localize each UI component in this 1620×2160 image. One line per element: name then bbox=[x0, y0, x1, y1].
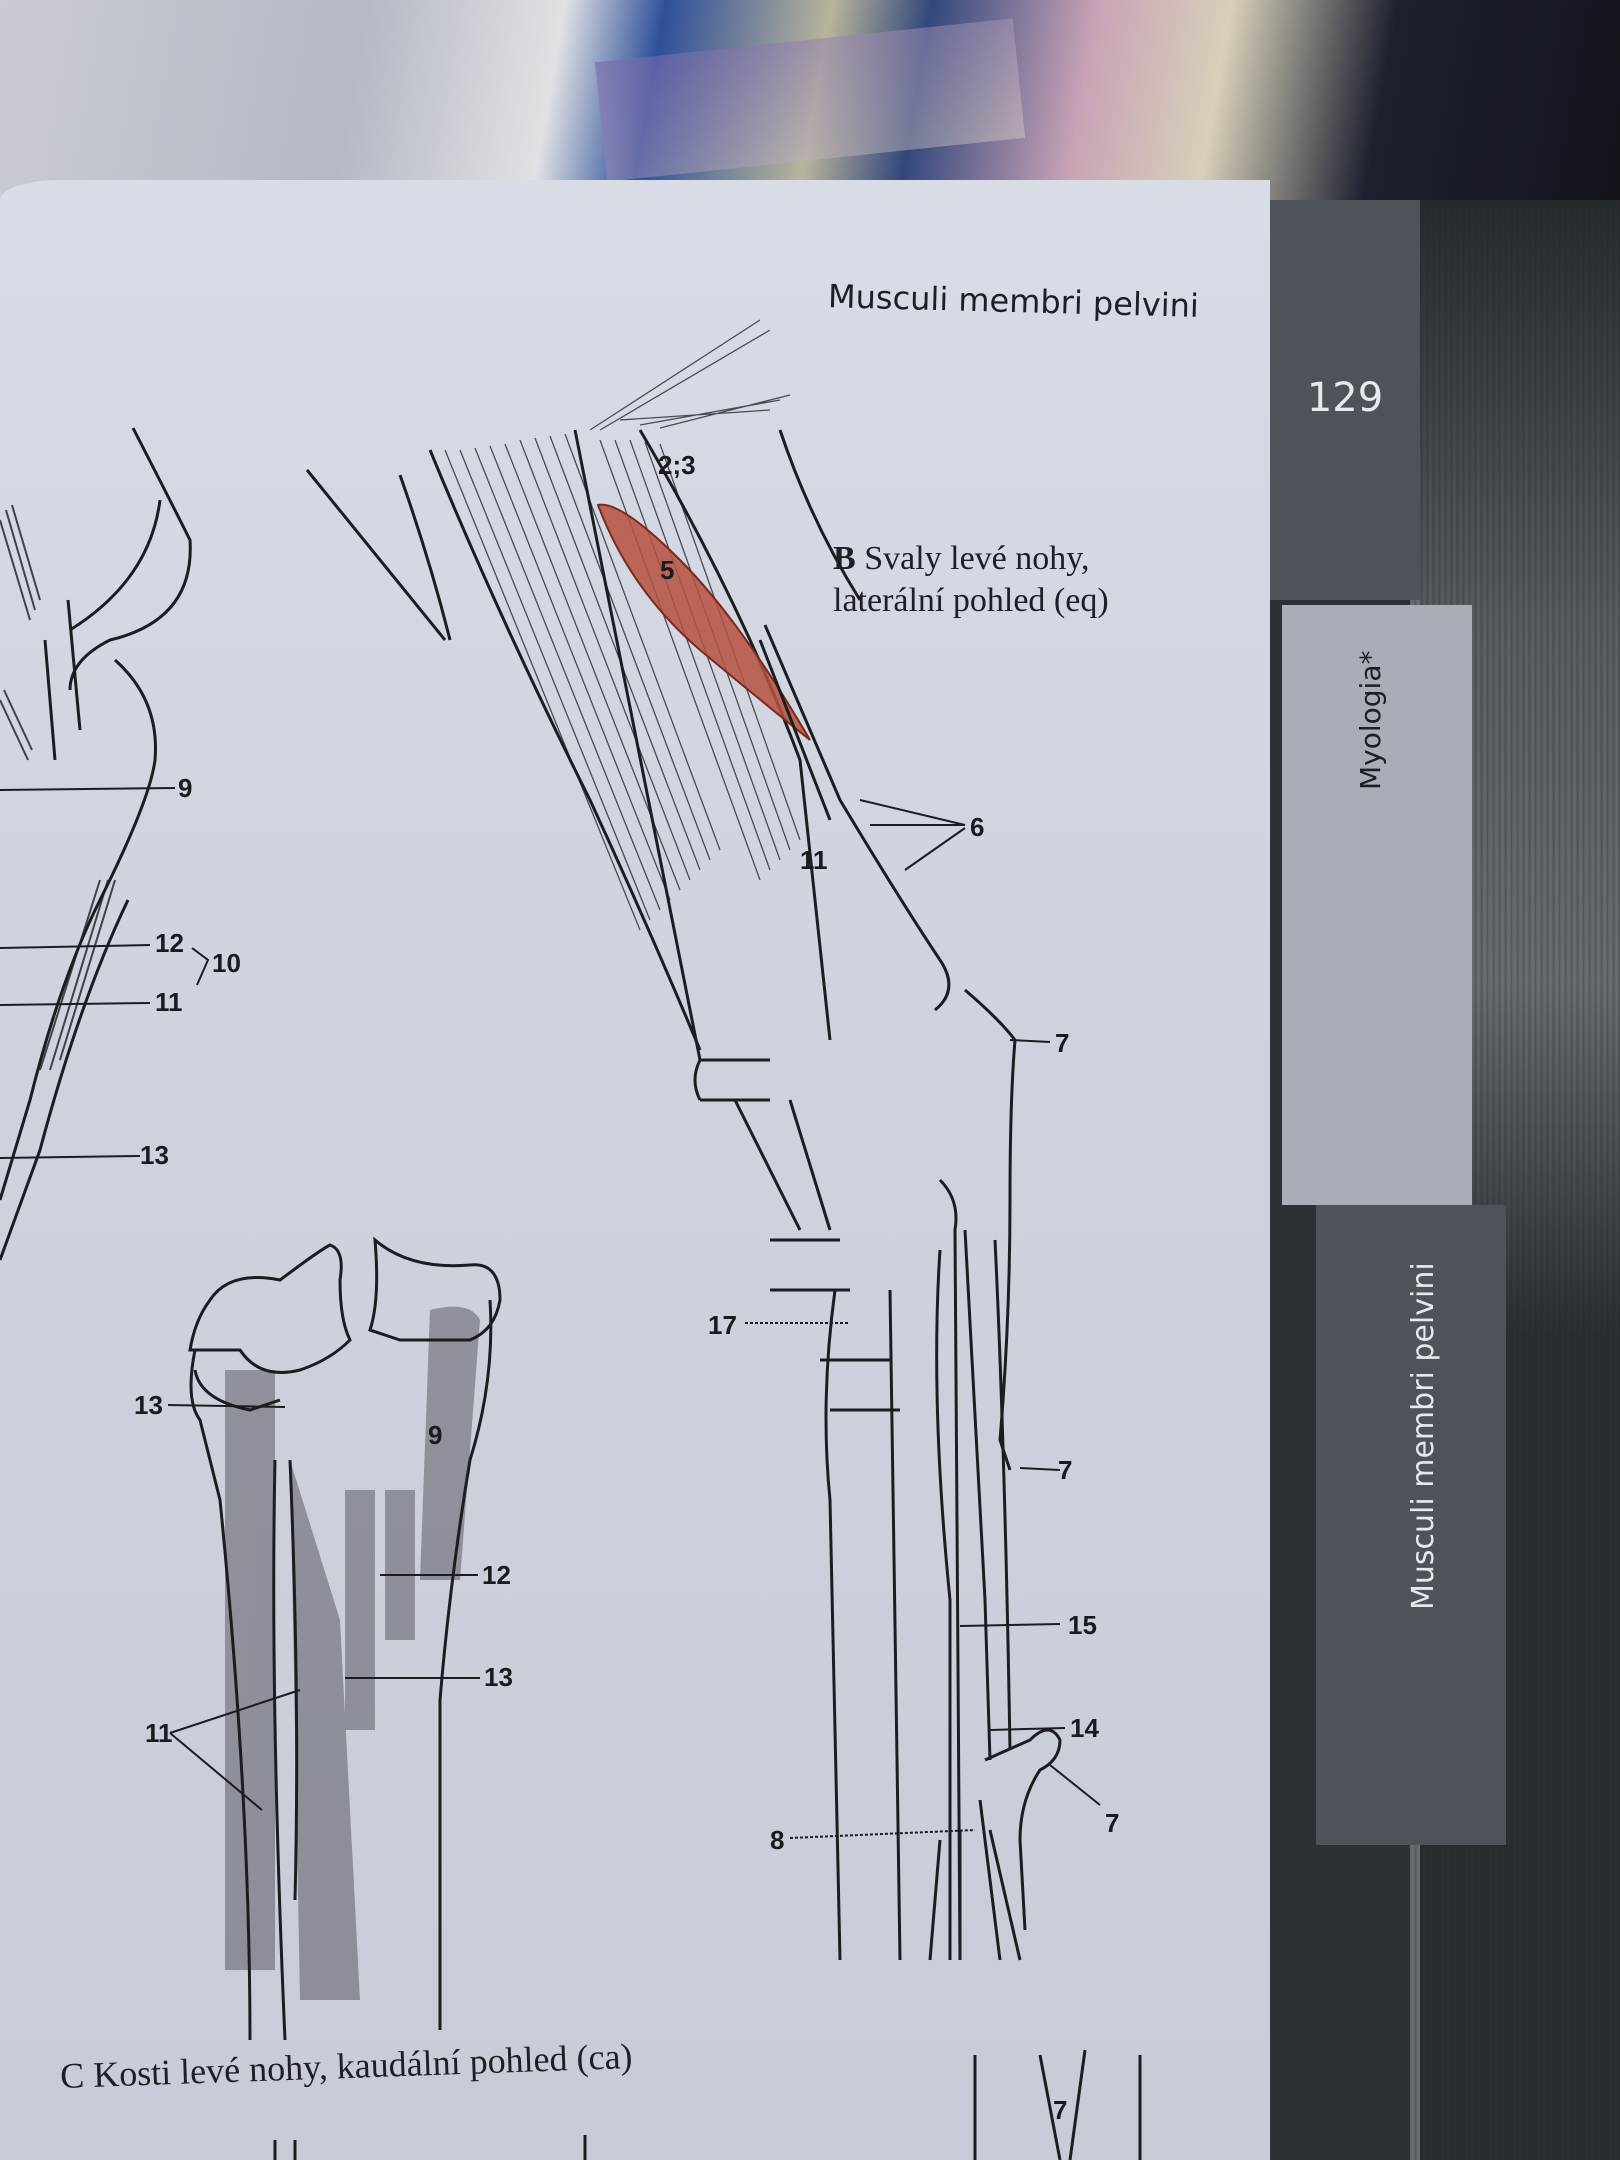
label-8: 8 bbox=[770, 1825, 785, 1855]
section-tab: Myologia* bbox=[1282, 605, 1472, 1205]
figure-c-letter: C bbox=[59, 2055, 85, 2096]
label-13-c-upper: 13 bbox=[134, 1390, 163, 1420]
label-9-left: 9 bbox=[178, 773, 193, 803]
label-17: 17 bbox=[708, 1310, 737, 1340]
label-13-left: 13 bbox=[140, 1140, 169, 1170]
label-11-left: 11 bbox=[155, 987, 183, 1017]
label-7-middle: 7 bbox=[1058, 1455, 1073, 1485]
figure-b-title-line2: laterální pohled (eq) bbox=[833, 582, 1109, 619]
label-5: 5 bbox=[660, 555, 675, 585]
label-11-c: 11 bbox=[145, 1718, 173, 1748]
figure-b-letter: B bbox=[833, 540, 856, 577]
label-10-left: 10 bbox=[212, 948, 241, 978]
label-12-left: 12 bbox=[155, 928, 184, 958]
label-7-upper: 7 bbox=[1055, 1028, 1070, 1058]
label-14: 14 bbox=[1070, 1713, 1099, 1743]
figure-b-caption: B Svaly levé nohy, laterální pohled (eq) bbox=[833, 538, 1109, 622]
thumb-index: 129 Myologia* Musculi membri pelvini bbox=[1270, 200, 1506, 2160]
page-number-tab: 129 bbox=[1270, 200, 1420, 600]
label-9-c: 9 bbox=[428, 1420, 443, 1450]
label-11-b: 11 bbox=[800, 845, 828, 875]
figure-b-title-line1: Svaly levé nohy, bbox=[864, 540, 1090, 577]
label-7-lower: 7 bbox=[1105, 1808, 1120, 1838]
label-2-3: 2;3 bbox=[658, 450, 696, 480]
book-page bbox=[0, 180, 1270, 2160]
label-15: 15 bbox=[1068, 1610, 1097, 1640]
label-12-c: 12 bbox=[482, 1560, 511, 1590]
label-6: 6 bbox=[970, 812, 985, 842]
page-number: 129 bbox=[1306, 375, 1384, 421]
label-13-c-lower: 13 bbox=[484, 1662, 513, 1692]
label-7-bottom: 7 bbox=[1053, 2095, 1068, 2125]
chapter-tab: Musculi membri pelvini bbox=[1316, 1205, 1506, 1845]
